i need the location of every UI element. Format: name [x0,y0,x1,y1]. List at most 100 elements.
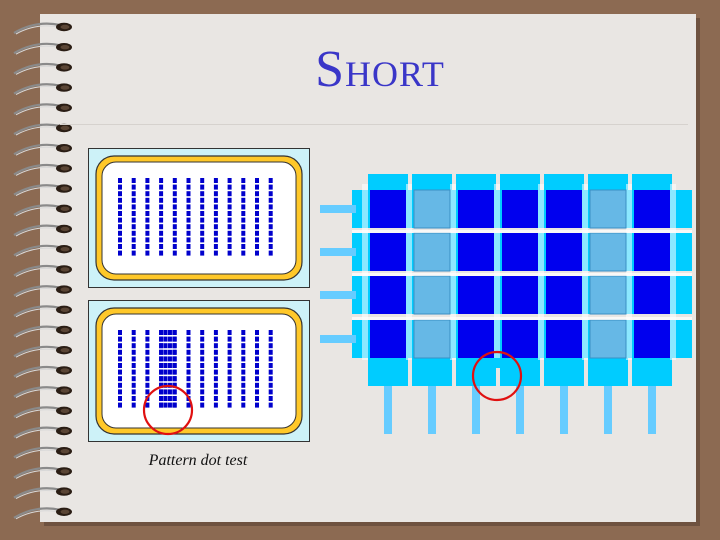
pattern-dot [200,330,205,335]
pattern-dot [213,237,218,243]
pattern-dot [118,191,122,197]
pattern-dot [268,184,273,190]
pattern-dot [200,349,205,355]
electrode-cell-dark [546,276,582,314]
pattern-dot [227,396,232,401]
pattern-dot [255,376,259,382]
pattern-dot [268,330,273,335]
binding-hole-inner [60,206,70,211]
spiral-wire-highlight [15,146,59,156]
spiral-wire [13,22,61,34]
pattern-dot [213,336,218,342]
bottom-lead [472,386,480,434]
pattern-dot [131,191,136,197]
pattern-dot [227,217,232,223]
pattern-dot [172,237,177,243]
spiral-wire-highlight [15,348,59,358]
board-screen [101,313,297,429]
spiral-wire [13,365,61,378]
electrode-cell-dark [634,320,670,358]
spiral-wire-highlight [15,247,59,257]
pattern-dot [213,184,218,190]
bridged-dot [167,356,172,362]
spiral-wire [13,487,61,499]
spiral-wire [13,83,61,95]
pattern-dot [241,389,246,395]
pattern-dot [227,224,232,230]
binding-hole-inner [60,125,70,131]
pattern-dot [200,396,205,401]
bridged-dot [159,396,164,401]
pattern-dot [131,217,136,223]
spiral-wire-highlight [15,409,59,419]
pattern-dot [200,224,205,230]
bottom-lead [604,386,612,434]
column-gap [582,184,588,360]
pattern-dot [241,184,246,190]
pattern-dot [118,217,122,223]
pattern-dot [227,191,232,197]
pattern-dot [255,369,259,375]
pattern-dot [145,211,150,216]
pattern-dot [268,230,273,236]
pattern-dot [186,330,191,335]
bridged-dot [159,389,164,395]
pattern-dot [200,178,205,183]
spiral-wire-highlight [15,207,59,217]
spiral-wire [13,325,61,337]
bridged-dot [159,356,164,362]
bridged-dot [159,402,164,408]
pattern-dot [200,382,205,388]
column-cap-top [412,174,452,192]
pattern-dot [159,250,164,256]
pattern-dot [131,330,136,335]
bridged-dot [159,382,164,388]
pattern-dot [186,230,191,236]
bottom-lead [648,386,656,434]
pattern-dot [255,217,259,223]
column-cap-top [500,174,540,192]
pattern-dot [172,217,177,223]
pattern-dot [131,197,136,203]
binding-hole-inner [60,348,70,353]
electrode-cell-dark [546,190,582,228]
pattern-dot [186,237,191,243]
spiral-wire [13,123,61,135]
pattern-dot [145,382,150,388]
pattern-dot [172,211,177,216]
pattern-dot [200,184,205,190]
pattern-dot [145,224,150,230]
pattern-dot [268,336,273,342]
pattern-dot [118,224,122,230]
bridged-dot [163,349,168,355]
pattern-dot [145,217,150,223]
pattern-dot [186,224,191,230]
pattern-dot [241,211,246,216]
pattern-dot [227,382,232,388]
bottom-lead [516,386,524,434]
pattern-dot [186,349,191,355]
pattern-dot [241,244,246,249]
electrode-cell-light [589,232,627,272]
spiral-wire-highlight [15,288,59,298]
pattern-dot [213,389,218,395]
pattern-dot [145,376,150,382]
pattern-dot [227,363,232,368]
binding-hole-inner [60,65,70,70]
bridged-dot [163,356,168,362]
column-gap [406,184,412,360]
pattern-dot [255,356,259,362]
pattern-dot [200,376,205,382]
pattern-dot [227,197,232,203]
pattern-dot [145,178,150,183]
pattern-dot [118,197,122,203]
pattern-dot [213,382,218,388]
spiral-wire [13,103,61,115]
pattern-dot [159,197,164,203]
pattern-dot [268,178,273,183]
spiral-wire [13,446,61,459]
pattern-dot [213,217,218,223]
pattern-dot [241,197,246,203]
bridged-dot [163,376,168,382]
spiral-wire-highlight [15,267,59,277]
